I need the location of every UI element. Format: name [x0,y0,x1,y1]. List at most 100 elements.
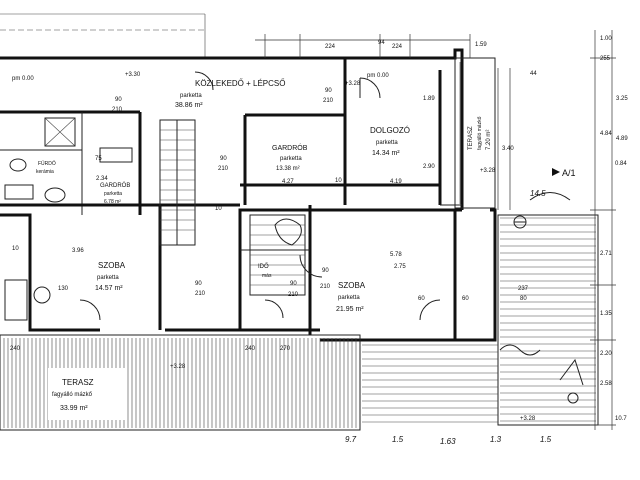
opening-code: 60 [418,296,425,302]
room-floor: parketta [180,93,202,99]
room-name: DOLGOZÓ [370,126,410,135]
room-floor: parketta [338,295,360,301]
dimension-label: 2.58 [600,381,612,387]
room-label-room-right: SZOBA parketta 21.95 m² [336,281,366,313]
dimension-label: 237 [518,286,529,292]
terrace-hatch-right [500,217,596,422]
room-floor: fagyálló mázkő [52,392,93,398]
dimension-label: 1.00 [600,36,612,42]
opening-code: 90 [220,156,227,162]
terrace-hatch-bottom [362,344,498,423]
level-mark: +3.28 [520,416,536,422]
level-mark: +3.28 [170,364,186,370]
top-dimension-chain [255,34,471,58]
dimension-label: 2.90 [423,164,435,170]
room-label-terrace-east: TERASZ fagyálló mázkő 7.20 m² [468,116,492,150]
mas-label: más [262,273,272,279]
staircase [159,119,306,296]
dimension-label: 44 [530,71,537,77]
opening-code: 90 [325,88,332,94]
room-floor: parketta [376,140,398,146]
room-label-wardrobe: GARDRÓB parketta 13.38 m² [272,143,308,172]
opening-code: 210 [112,107,123,113]
room-area: 7.20 m² [486,130,492,150]
handwritten-number: 9.7 [345,435,357,444]
room-floor: parketta [104,191,122,197]
opening-code: 10 [12,246,19,252]
room-name: TERASZ [468,126,474,150]
room-floor: fagyálló mázkő [477,116,483,150]
room-name: SZOBA [338,281,366,290]
room-area: 33.99 m² [60,405,88,412]
opening-code: 10 [215,206,222,212]
handwritten-number: 1.63 [440,437,456,446]
opening-code: 210 [218,166,229,172]
dimension-label: 4.84 [600,131,612,137]
dimension-label: 1.89 [423,96,435,102]
room-label-study: DOLGOZÓ parketta 14.34 m² [370,126,410,157]
level-mark: +3.28 [345,81,361,87]
section-marker [513,168,579,404]
room-floor: parketta [97,275,119,281]
ido-label: IDŐ [258,263,269,270]
opening-code: 210 [195,291,206,297]
section-arrow-icon [552,168,560,176]
handwritten-number: 1.3 [490,435,502,444]
dimension-label: 3.25 [616,96,628,102]
terrace-right-border [497,214,599,426]
room-area: 14.34 m² [372,150,400,157]
opening-code: 90 [115,97,122,103]
room-label-terrace-south: TERASZ fagyálló mázkő 33.99 m² [48,368,126,420]
room-label-bath: FÜRDŐ kerámia [36,160,56,175]
room-area: 21.95 m² [336,306,364,313]
opening-code: 130 [58,286,69,292]
room-name: SZOBA [98,261,126,270]
outer-walls [0,48,497,342]
dimension-label: 1.59 [475,42,487,48]
terrace-hatch-left [3,338,357,428]
dimension-label: 3.96 [72,248,84,254]
room-label-room-left: SZOBA parketta 14.57 m² [95,261,126,292]
dimension-label: 5.78 [390,252,402,258]
opening-code: 2.75 [394,264,406,270]
dimension-label: 4.19 [390,179,402,185]
dimension-labels: 3.96 5.78 2.34 4.27 4.19 1.59 1.00 4.84 … [72,36,628,422]
inner-walls [0,58,462,340]
dimension-label: 4.27 [282,179,294,185]
opening-codes: 90 210 90 210 90 210 90 210 90 210 90 21… [10,40,527,352]
opening-code: 270 [280,346,291,352]
room-name: GARDRÓB [100,182,130,189]
opening-code: 90 [322,268,329,274]
room-name: KÖZLEKEDŐ + LÉPCSŐ [195,79,285,88]
right-dimension-chain [497,30,616,430]
room-area: 13.38 m² [276,166,300,172]
room-label-corridor: KÖZLEKEDŐ + LÉPCSŐ parketta 38.86 m² [175,79,285,109]
terrace-left-border [0,334,361,431]
level-mark: pm 0.00 [12,76,34,82]
top-margin-lines [0,13,206,58]
opening-code: 80 [520,296,527,302]
opening-code: 60 [462,296,469,302]
opening-code: 240 [245,346,256,352]
level-mark: +3.30 [125,72,141,78]
room-floor: kerámia [36,169,54,175]
level-marks: +3.30 pm 0.00 pm 0.00 +3.28 +3.28 +3.28 … [12,72,536,422]
handwritten-number: 1.5 [540,435,552,444]
handwritten-number: 1.5 [392,435,404,444]
dimension-label: 255 [600,56,611,62]
dimension-label: 4.89 [616,136,628,142]
dimension-label: 10.7 [615,416,627,422]
dimension-label: 1.35 [600,311,612,317]
section-label: A/1 [562,168,576,178]
opening-code: 90 [290,281,297,287]
opening-code: 210 [323,98,334,104]
opening-code: 94 [378,40,385,46]
level-mark: pm 0.00 [367,73,389,79]
room-name: GARDRÓB [272,143,308,152]
handwritten-scribbles [499,192,584,386]
east-terrace [454,57,496,209]
opening-code: 240 [10,346,21,352]
opening-code: 224 [392,44,403,50]
dimension-label: 2.34 [96,176,108,182]
